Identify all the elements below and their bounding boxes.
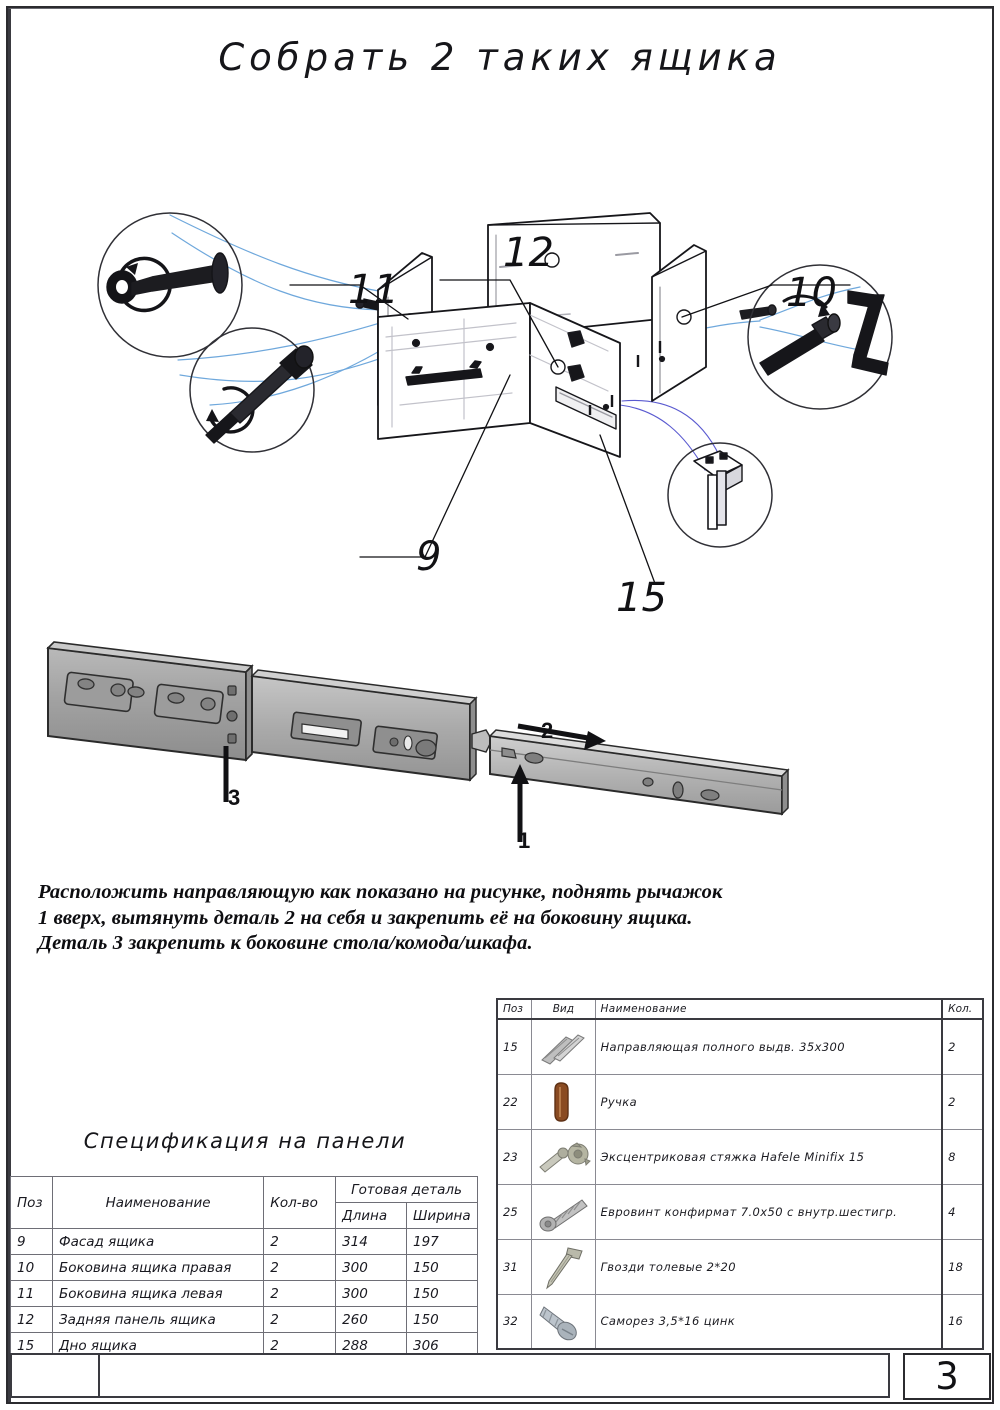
spec-header-name: Наименование [51, 1176, 265, 1229]
parts-cell-pos: 31 [496, 1238, 533, 1295]
parts-cell-pos: 25 [496, 1183, 533, 1240]
page-number: 3 [935, 1355, 959, 1398]
spec-cell-length: 300 [335, 1280, 407, 1307]
spec-cell-pos: 9 [10, 1228, 53, 1255]
spec-header-pos: Поз [10, 1176, 53, 1229]
nail-icon [531, 1238, 596, 1295]
table-row: 15 Направляющая полного выдв. 35х300 2 [496, 1018, 984, 1075]
spec-cell-qty: 2 [263, 1228, 337, 1255]
parts-cell-name: Саморез 3,5*16 цинк [594, 1293, 943, 1350]
callout-9: 9 [416, 534, 442, 580]
callout-10: 10 [786, 270, 837, 316]
instruction-line-3: Деталь 3 закрепить к боковине стола/комо… [38, 932, 533, 954]
handle-icon [531, 1073, 596, 1130]
spec-cell-width: 150 [405, 1306, 479, 1333]
parts-cell-pos: 22 [496, 1073, 533, 1130]
table-row: 22 Ручка 2 [496, 1073, 984, 1130]
spec-header-length: Длина [335, 1202, 407, 1229]
page-title: Собрать 2 таких ящика [218, 36, 782, 79]
parts-cell-qty: 2 [941, 1073, 984, 1130]
parts-cell-name: Гвозди толевые 2*20 [594, 1238, 943, 1295]
parts-header-name: Наименование [594, 998, 943, 1020]
callout-11: 11 [348, 267, 399, 313]
spec-cell-pos: 11 [10, 1280, 53, 1307]
spec-cell-width: 150 [405, 1280, 479, 1307]
spec-cell-qty: 2 [263, 1280, 337, 1307]
spec-header-subrow: Длина Ширина [11, 1202, 479, 1229]
table-row: 23 Эксцентриковая стяжка Hafele Mini [496, 1128, 984, 1185]
parts-cell-qty: 2 [941, 1018, 984, 1075]
parts-header-pos: Поз [496, 998, 533, 1020]
drawer-slide-icon [531, 1018, 596, 1075]
spec-cell-pos: 10 [10, 1254, 53, 1281]
drawer-slide-rail-drawing [40, 630, 830, 860]
rail-marker-1: 1 [518, 828, 531, 853]
assembly-exploded-drawing: 11 12 10 9 15 [60, 105, 940, 618]
parts-cell-pos: 15 [496, 1018, 533, 1075]
parts-cell-qty: 18 [941, 1238, 984, 1295]
spec-cell-width: 197 [405, 1228, 479, 1255]
spec-cell-qty: 2 [263, 1306, 337, 1333]
spec-cell-pos: 12 [10, 1306, 53, 1333]
parts-cell-name: Направляющая полного выдв. 35х300 [594, 1018, 943, 1075]
spec-header-row: Поз Наименование Кол-во Готовая деталь [10, 1176, 478, 1229]
parts-cell-pos: 32 [496, 1293, 533, 1350]
parts-cell-qty: 4 [941, 1183, 984, 1240]
table-row: 25 Евровинт конфи [496, 1183, 984, 1240]
parts-cell-qty: 16 [941, 1293, 984, 1350]
spec-header-qty: Кол-во [263, 1176, 337, 1229]
rail-marker-3: 3 [228, 785, 241, 810]
cam-lock-icon [531, 1128, 596, 1185]
table-row: 12 Задняя панель ящика 2 260 150 [10, 1306, 479, 1333]
spec-cell-name: Боковина ящика правая [51, 1254, 265, 1281]
parts-header-row: Поз Вид Наименование Кол. [496, 998, 984, 1020]
parts-header-qty: Кол. [941, 998, 984, 1020]
spec-cell-length: 260 [335, 1306, 407, 1333]
parts-header-view: Вид [531, 998, 596, 1020]
panel-spec-table: Поз Наименование Кол-во Готовая деталь Д… [10, 1176, 479, 1359]
table-row: 32 Саморез 3,5*16 [496, 1293, 984, 1350]
table-row: 31 Гвозди толевые 2*20 18 [496, 1238, 984, 1295]
instruction-line-1: Расположить направляющую как показано на… [38, 881, 723, 903]
spec-cell-name: Боковина ящика левая [51, 1280, 265, 1307]
page-border-inner [8, 8, 992, 1402]
title-block-cell [12, 1355, 100, 1396]
callout-12: 12 [503, 230, 554, 276]
parts-cell-name: Эксцентриковая стяжка Hafele Minifix 15 [594, 1128, 943, 1185]
table-row: 9 Фасад ящика 2 314 197 [10, 1228, 479, 1255]
table-row: 10 Боковина ящика правая 2 300 150 [10, 1254, 479, 1281]
screw-icon [531, 1293, 596, 1350]
instruction-line-2: 1 вверх, вытянуть деталь 2 на себя и зак… [38, 906, 693, 929]
callout-15: 15 [616, 575, 667, 621]
rail-marker-2: 2 [541, 718, 554, 743]
spec-cell-width: 150 [405, 1254, 479, 1281]
panel-spec-title: Спецификация на панели [83, 1129, 407, 1153]
spec-header-width: Ширина [405, 1202, 479, 1229]
spec-cell-length: 300 [335, 1254, 407, 1281]
spec-header-finished-part: Готовая деталь [335, 1176, 478, 1203]
parts-cell-name: Ручка [594, 1073, 943, 1130]
parts-cell-pos: 23 [496, 1128, 533, 1185]
spec-cell-name: Фасад ящика [51, 1228, 265, 1255]
title-block [10, 1353, 890, 1398]
spec-cell-qty: 2 [263, 1254, 337, 1281]
parts-cell-qty: 8 [941, 1128, 984, 1185]
table-row: 11 Боковина ящика левая 2 300 150 [10, 1280, 479, 1307]
parts-cell-name: Евровинт конфирмат 7.0х50 с внутр.шестиг… [594, 1183, 943, 1240]
spec-cell-name: Задняя панель ящика [51, 1306, 265, 1333]
page-number-box: 3 [903, 1353, 991, 1400]
instruction-text: Расположить направляющую как показано на… [38, 880, 838, 957]
confirmat-icon [531, 1183, 596, 1240]
spec-cell-length: 314 [335, 1228, 407, 1255]
parts-hardware-table: Поз Вид Наименование Кол. 15 [496, 998, 984, 1350]
